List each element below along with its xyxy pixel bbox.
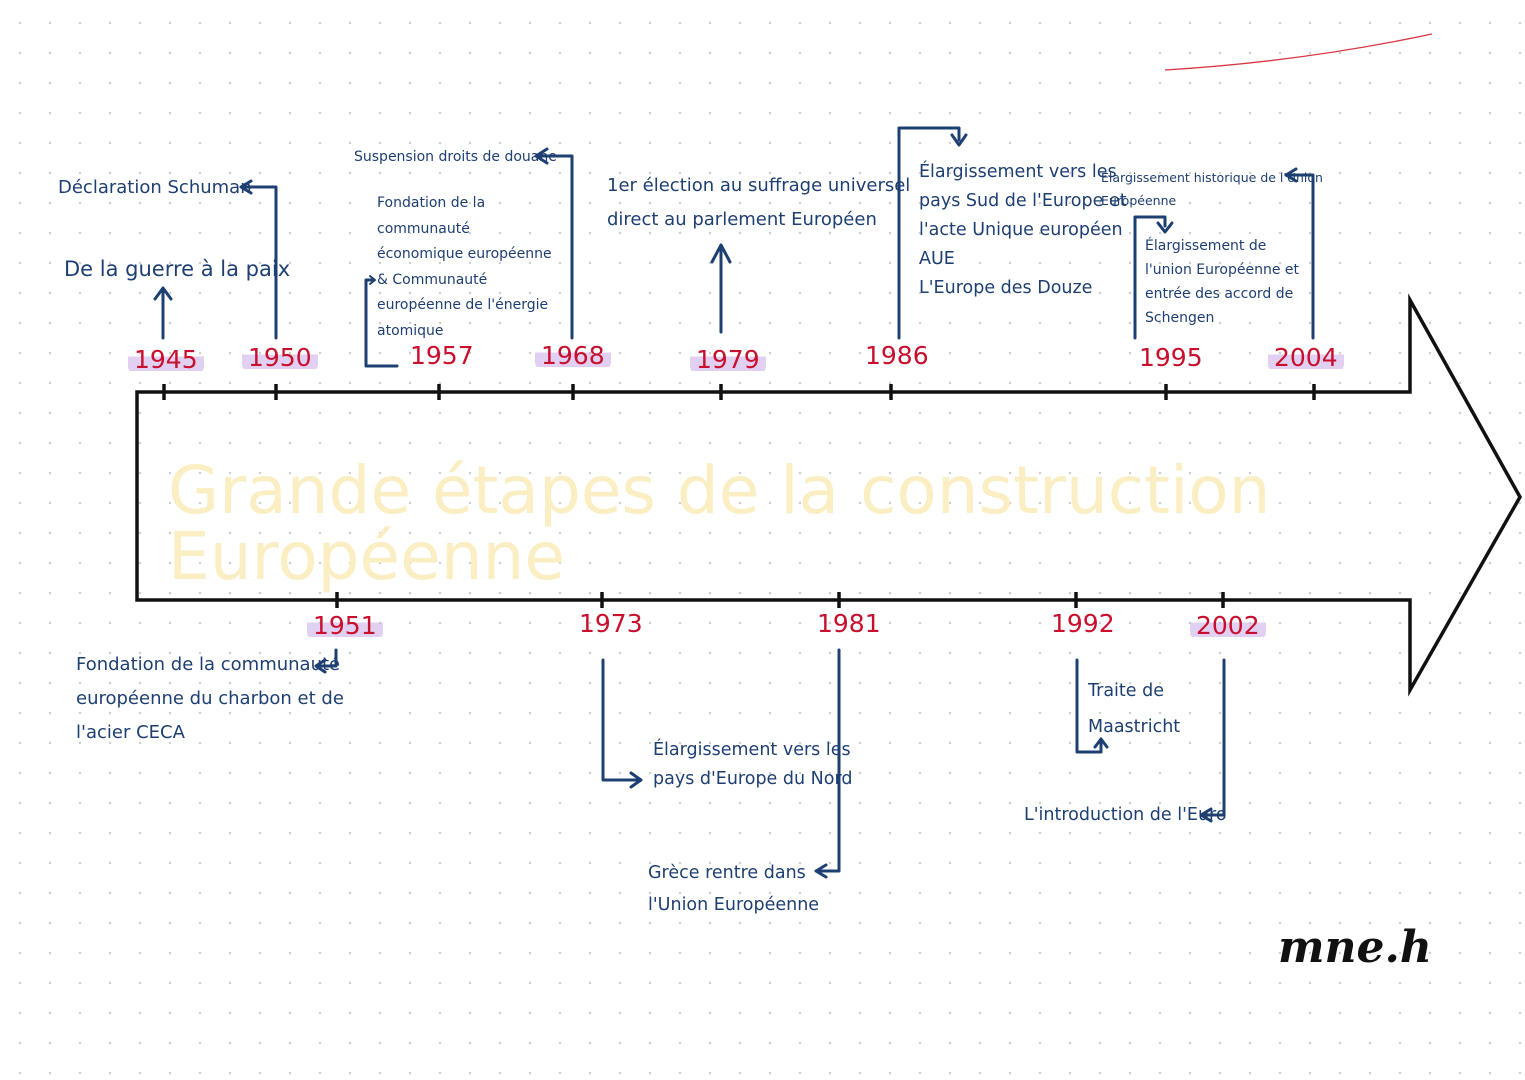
- connector-2004: [1284, 167, 1315, 340]
- event-text-2004: Élargissement historique de l'Union Euro…: [1101, 170, 1323, 208]
- red-pen-stroke: [1164, 33, 1433, 71]
- connector-2002: [1199, 658, 1226, 823]
- timeline-title: Grande étapes de la construction Europée…: [168, 452, 1271, 595]
- connector-1945: [153, 286, 173, 340]
- event-text-1950: Déclaration Schuman: [58, 177, 252, 198]
- year-label-1986: 1986: [865, 341, 929, 370]
- connector-1979: [710, 243, 732, 334]
- event-text-1986: Élargissement vers les pays Sud de l'Eur…: [919, 162, 1127, 298]
- connector-1968: [534, 147, 574, 340]
- timeline-arrow: [135, 293, 1523, 697]
- year-label-1951: 1951: [307, 611, 383, 640]
- event-text-2002: L'introduction de l'Euro: [1024, 805, 1227, 825]
- event-text-1951: Fondation de la communauté européenne du…: [76, 654, 344, 743]
- event-text-1981: Grèce rentre dans l'Union Européenne: [648, 863, 820, 915]
- event-text-1957: Fondation de la communauté économique eu…: [377, 195, 552, 339]
- year-label-1968: 1968: [535, 341, 611, 370]
- connector-1973: [601, 658, 643, 789]
- connector-1951: [314, 648, 338, 674]
- year-label-1945: 1945: [128, 345, 204, 374]
- author-signature: mne.h: [1278, 922, 1432, 973]
- year-label-1995: 1995: [1139, 343, 1203, 372]
- connector-1992: [1075, 658, 1109, 754]
- connector-1986: [897, 126, 968, 340]
- event-text-1973: Élargissement vers les pays d'Europe du …: [653, 740, 853, 789]
- year-label-1957: 1957: [410, 341, 474, 370]
- year-label-2002: 2002: [1190, 611, 1266, 640]
- year-label-1992: 1992: [1051, 609, 1115, 638]
- event-text-1968: Suspension droits de douane: [354, 149, 557, 165]
- event-text-1992: Traite de Maastricht: [1088, 681, 1181, 737]
- year-label-1981: 1981: [817, 609, 881, 638]
- year-label-1973: 1973: [579, 609, 643, 638]
- year-label-2004: 2004: [1268, 343, 1344, 372]
- event-text-1995: Élargissement de l'union Européenne et e…: [1145, 238, 1300, 326]
- connector-1995: [1133, 215, 1174, 340]
- connector-1957: [364, 275, 399, 368]
- connector-1950: [239, 179, 278, 340]
- connector-1981: [814, 648, 841, 879]
- year-label-1979: 1979: [690, 345, 766, 374]
- event-text-1945: De la guerre à la paix: [64, 257, 291, 281]
- year-label-1950: 1950: [242, 343, 318, 372]
- event-text-1979: 1er élection au suffrage universel direc…: [607, 175, 911, 230]
